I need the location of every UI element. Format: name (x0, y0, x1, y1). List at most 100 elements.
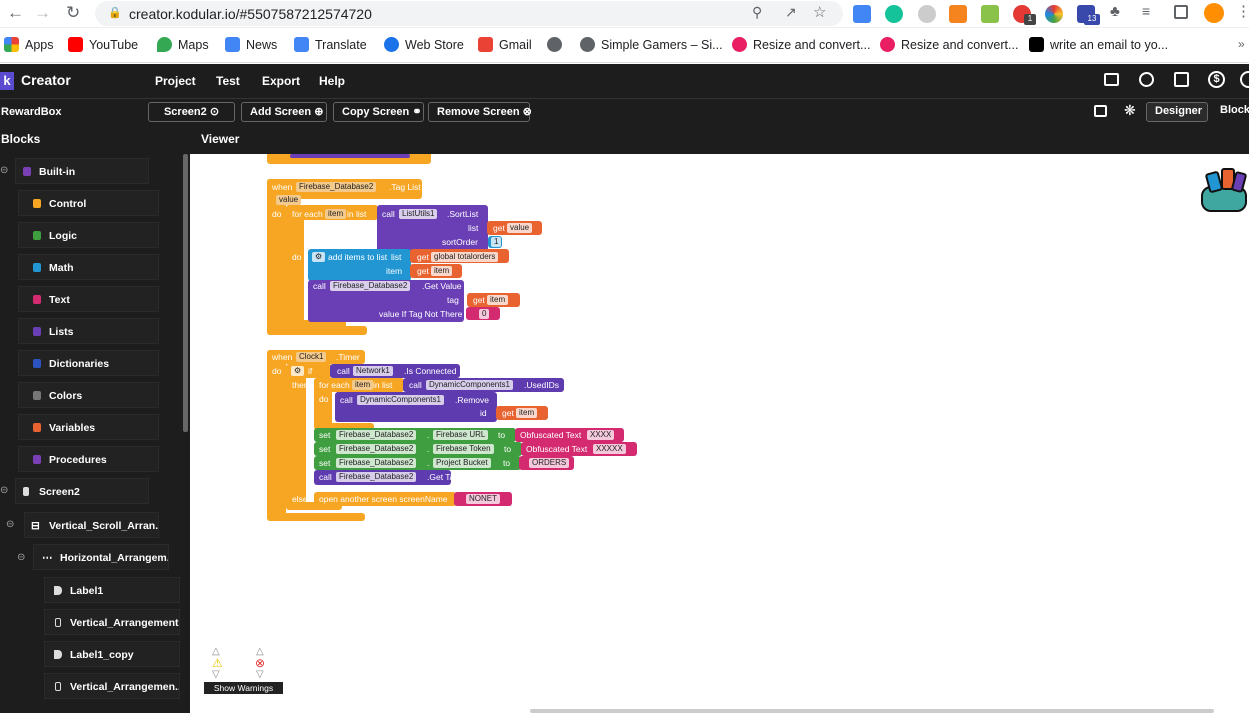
collapse-toggle-icon[interactable]: ⊝ (17, 552, 26, 563)
param-value[interactable]: value (276, 195, 302, 205)
more-bookmarks-icon[interactable]: » (1238, 37, 1245, 51)
companion-icon[interactable] (1139, 72, 1154, 87)
obfuscated-value[interactable]: XXXXX (593, 444, 626, 454)
grammarly-ext-icon[interactable] (885, 5, 903, 23)
zero-string[interactable]: 0 (479, 309, 490, 319)
dynamic-components-dropdown[interactable]: DynamicComponents1 (357, 395, 444, 405)
db-dropdown[interactable]: Firebase_Database2 (336, 472, 417, 482)
profile-avatar-icon[interactable] (1204, 3, 1224, 23)
blocks-button[interactable]: Blocks (1212, 102, 1249, 122)
more-menu-icon[interactable]: ⋮ (1236, 3, 1249, 20)
image-icon[interactable] (1094, 105, 1107, 117)
bookmark-globe[interactable] (547, 37, 568, 52)
back-arrow-icon[interactable]: ← (7, 3, 24, 22)
add-screen-button[interactable]: Add Screen ⊕ (241, 102, 327, 122)
backpack-icon[interactable] (1199, 166, 1249, 216)
sidebar-scrollbar[interactable] (183, 154, 188, 432)
sidebar-item-lists[interactable]: Lists (18, 318, 159, 344)
workspace-horizontal-scrollbar[interactable] (530, 709, 1214, 713)
bookmark-apps[interactable]: Apps (4, 37, 54, 52)
forward-arrow-icon[interactable]: → (34, 3, 51, 22)
collapse-toggle-icon[interactable]: ⊝ (0, 165, 9, 176)
bookmark-simple-gamers[interactable]: Simple Gamers – Si... (580, 37, 723, 52)
item-dropdown[interactable]: item (487, 295, 509, 305)
clock-dropdown[interactable]: Clock1 (296, 352, 327, 362)
nonet-string[interactable]: NONET (466, 494, 500, 504)
component-vertical-arrangement1[interactable]: Vertical_Arrangement1 (44, 609, 180, 635)
add-items-block[interactable] (308, 249, 411, 281)
sidebar-item-control[interactable]: Control (18, 190, 159, 216)
screen-select-button[interactable]: Screen2 ⊙ (148, 102, 235, 122)
bookmark-resize-1[interactable]: Resize and convert... (732, 37, 870, 52)
sort-order-value[interactable]: 1 (491, 237, 502, 247)
gear-mutator-icon[interactable]: ⚙ (312, 252, 326, 262)
sidebar-item-variables[interactable]: Variables (18, 414, 159, 440)
bookmark-email-writer[interactable]: write an email to yo... (1029, 37, 1168, 52)
global-dropdown[interactable]: global totalorders (431, 252, 499, 262)
share-icon[interactable]: ↗ (785, 4, 797, 20)
menu-test[interactable]: Test (216, 74, 240, 88)
ext-icon[interactable] (918, 5, 936, 23)
dynamic-components-dropdown[interactable]: DynamicComponents1 (426, 380, 513, 390)
network-dropdown[interactable]: Network1 (353, 366, 393, 376)
warning-prev-icon[interactable]: △ (212, 646, 220, 657)
obfuscated-value[interactable]: XXXX (587, 430, 615, 440)
error-prev-icon[interactable]: △ (256, 646, 264, 657)
component-label1-copy[interactable]: Label1_copy (44, 641, 180, 667)
menu-project[interactable]: Project (155, 74, 196, 88)
menu-help[interactable]: Help (319, 74, 346, 88)
item-dropdown[interactable]: item (431, 266, 453, 276)
partial-block[interactable] (267, 154, 431, 164)
show-warnings-button[interactable]: Show Warnings (204, 682, 283, 694)
bookmark-news[interactable]: News (225, 37, 277, 52)
component-vertical-scroll[interactable]: ⊟ Vertical_Scroll_Arran... (24, 512, 159, 538)
bookmark-maps[interactable]: Maps (157, 37, 209, 52)
sidebar-item-colors[interactable]: Colors (18, 382, 159, 408)
reading-list-icon[interactable]: ≡ (1142, 3, 1151, 19)
component-dropdown[interactable]: Firebase_Database2 (296, 182, 377, 192)
sidebar-item-procedures[interactable]: Procedures (18, 446, 159, 472)
bookmark-translate[interactable]: Translate (294, 37, 367, 52)
ext-50-icon[interactable] (981, 5, 999, 23)
open-another-screen-block[interactable] (314, 492, 456, 506)
component-label1[interactable]: Label1 (44, 577, 180, 603)
item-var-chip[interactable]: item (325, 209, 347, 219)
account-icon[interactable] (1240, 71, 1249, 88)
bookmark-youtube[interactable]: YouTube (68, 37, 138, 52)
sidebar-item-math[interactable]: Math (18, 254, 159, 280)
bookmark-webstore[interactable]: Web Store (384, 37, 464, 52)
new-folder-icon[interactable] (1104, 73, 1119, 86)
sidebar-builtin[interactable]: Built-in (15, 158, 149, 184)
db-dropdown[interactable]: Firebase_Database2 (336, 444, 417, 454)
remove-screen-button[interactable]: Remove Screen ⊗ (428, 102, 532, 122)
property-dropdown[interactable]: Firebase URL (433, 430, 489, 440)
menu-export[interactable]: Export (262, 74, 301, 88)
blocks-workspace[interactable]: when Firebase_Database2 .Tag List value … (190, 154, 1249, 713)
listutils-dropdown[interactable]: ListUtils1 (399, 209, 438, 219)
sidebar-item-text[interactable]: Text (18, 286, 159, 312)
orders-string[interactable]: ORDERS (529, 458, 570, 468)
bookmark-resize-2[interactable]: Resize and convert... (880, 37, 1018, 52)
ext-ring-icon[interactable] (1045, 5, 1063, 23)
dollar-icon[interactable]: $ (1208, 71, 1225, 88)
designer-button[interactable]: Designer (1146, 102, 1208, 122)
metamask-ext-icon[interactable] (949, 5, 967, 23)
error-next-icon[interactable]: ▽ (256, 669, 264, 680)
db-dropdown[interactable]: Firebase_Database2 (336, 458, 417, 468)
sidebar-item-dictionaries[interactable]: Dictionaries (18, 350, 159, 376)
zoom-icon[interactable]: ⚲ (752, 4, 763, 20)
db-dropdown[interactable]: Firebase_Database2 (336, 430, 417, 440)
copy-screen-button[interactable]: Copy Screen ⚭ (333, 102, 424, 122)
bookmark-gmail[interactable]: Gmail (478, 37, 532, 52)
gallery-icon[interactable] (1174, 72, 1189, 87)
sidebar-screen2[interactable]: Screen2 (15, 478, 149, 504)
collapse-toggle-icon[interactable]: ⊝ (0, 485, 9, 496)
item-var-chip[interactable]: item (352, 380, 374, 390)
item-dropdown[interactable]: item (516, 408, 538, 418)
warning-next-icon[interactable]: ▽ (212, 669, 220, 680)
translate-ext-icon[interactable] (853, 5, 871, 23)
value-dropdown[interactable]: value (507, 223, 533, 233)
gear-icon[interactable]: ❋ (1124, 102, 1136, 118)
property-dropdown[interactable]: Project Bucket (433, 458, 491, 468)
sidepanel-icon[interactable] (1174, 5, 1188, 19)
